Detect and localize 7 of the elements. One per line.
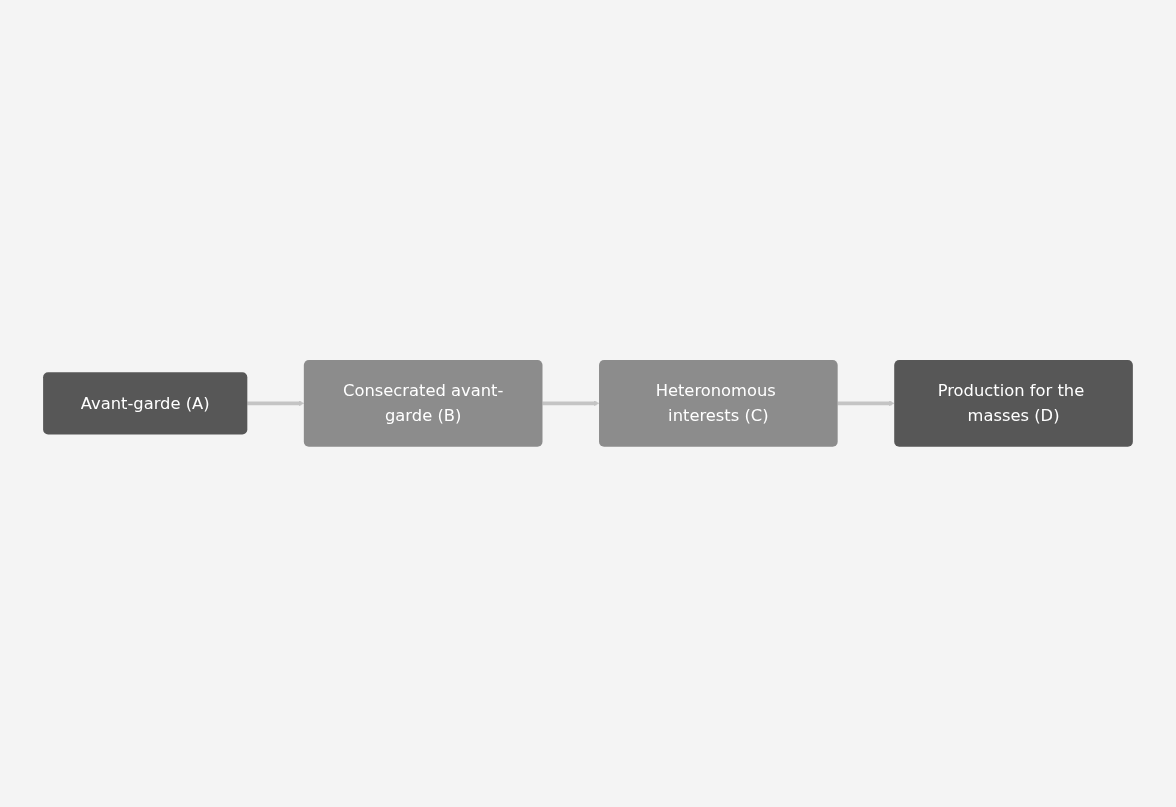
node-box: Production for the masses (D) xyxy=(894,360,1133,447)
arrow xyxy=(837,400,895,407)
node-box: Consecrated avant-garde (B) xyxy=(303,360,543,447)
node-box: Avant-garde (A) xyxy=(43,372,248,435)
arrow xyxy=(542,400,600,407)
arrow xyxy=(247,400,305,407)
node-box: Heteronomous interests (C) xyxy=(599,360,838,447)
